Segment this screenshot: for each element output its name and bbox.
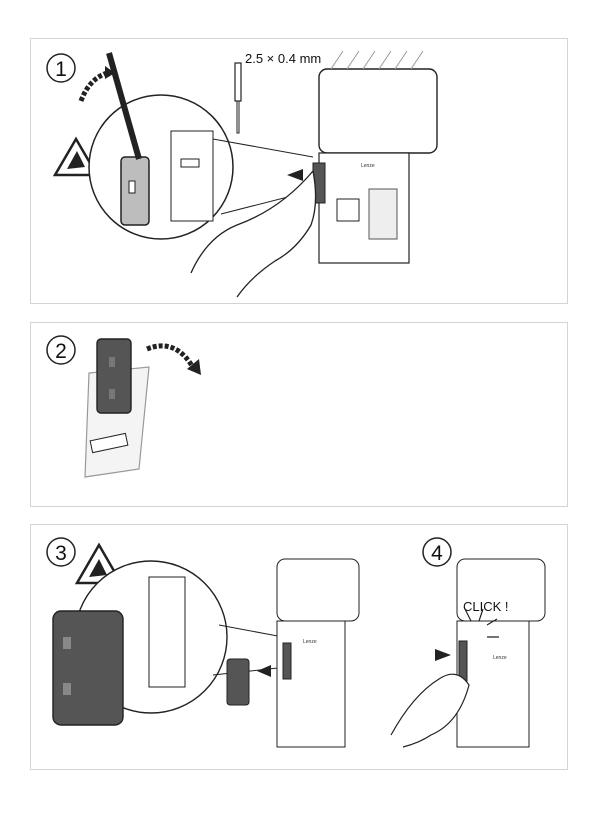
device-illustration: Lenze — [313, 51, 437, 263]
push-arrow-icon — [287, 169, 303, 181]
step-4-badge: 4 — [423, 538, 451, 566]
screwdriver-icon — [235, 63, 241, 133]
step-4-number: 4 — [431, 542, 443, 565]
device-brand-label: Lenze — [361, 163, 375, 169]
insert-arrow-icon — [257, 665, 271, 677]
step-2-badge: 2 — [47, 336, 75, 364]
memory-module-large — [53, 611, 123, 725]
push-arrow-icon — [435, 649, 451, 661]
unpack-arrow-icon — [147, 346, 195, 371]
step-2-panel: 2 — [30, 322, 568, 507]
memory-module — [97, 339, 131, 413]
step-1-number: 1 — [55, 58, 67, 81]
device-brand-label-4: Lenze — [493, 655, 507, 661]
step-2-number: 2 — [55, 340, 67, 363]
step-3-4-panel: 3 Lenze 4 Lenze CLICK ! — [30, 524, 568, 770]
click-label: CLICK ! — [463, 599, 509, 614]
step-1-badge: 1 — [47, 54, 75, 82]
step-3-badge: 3 — [47, 538, 75, 566]
device-illustration: Lenze — [277, 559, 359, 747]
device-illustration: Lenze — [457, 559, 545, 747]
rotate-arrow-icon — [81, 73, 107, 101]
screwdriver-size-label: 2.5 × 0.4 mm — [245, 51, 321, 66]
step-3-number: 3 — [55, 542, 67, 565]
memory-module-small — [227, 659, 249, 705]
device-brand-label-3: Lenze — [303, 639, 317, 645]
step-1-panel: 1 2.5 × 0.4 mm Lenze — [30, 38, 568, 304]
